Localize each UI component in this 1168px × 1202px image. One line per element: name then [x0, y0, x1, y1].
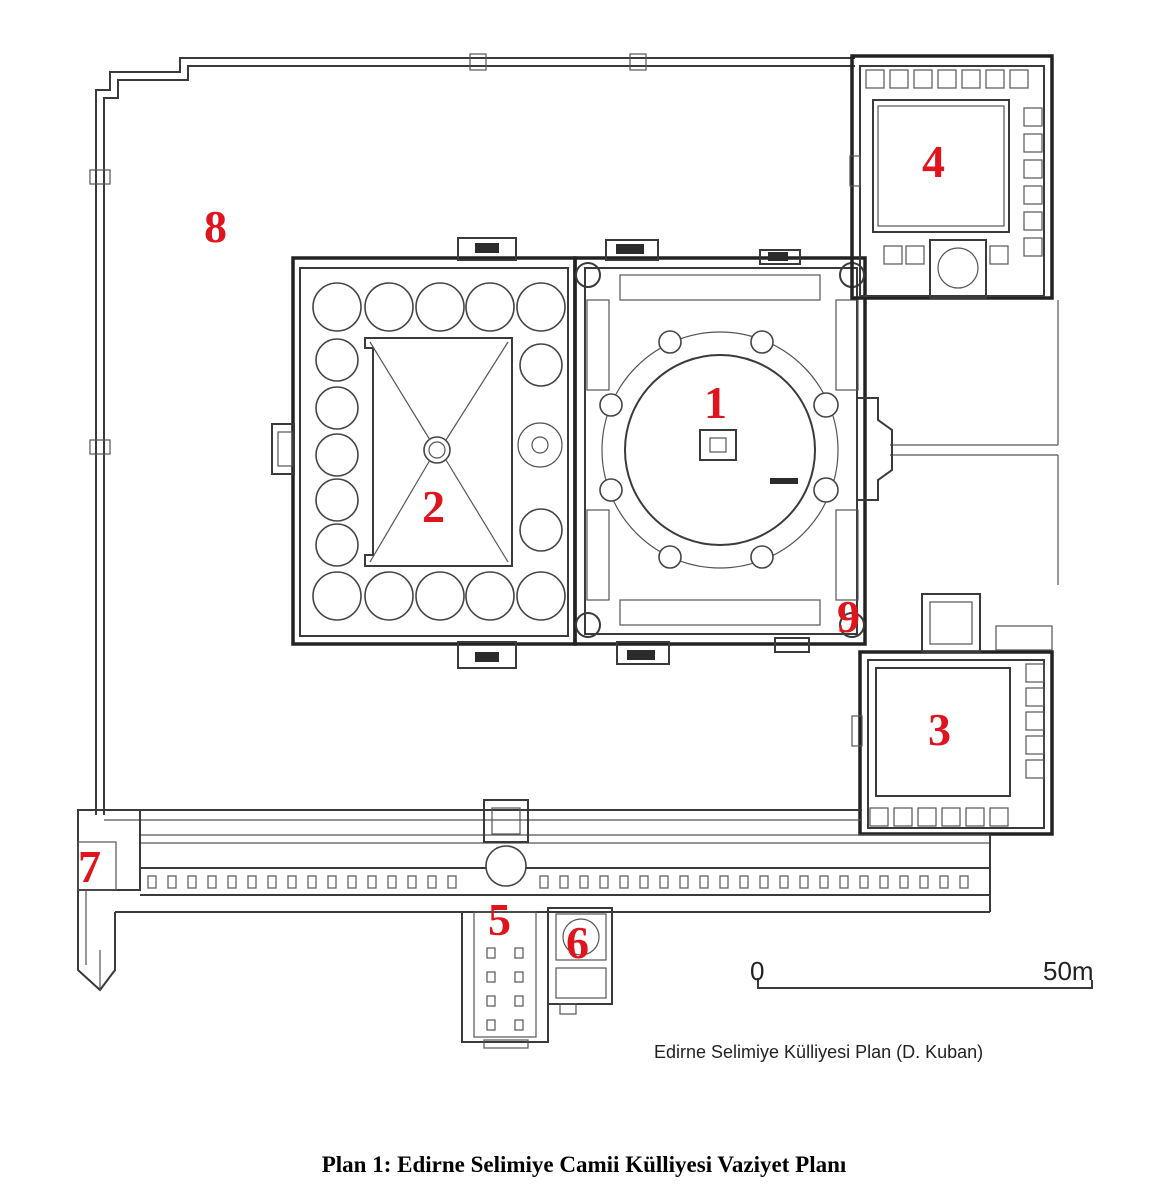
figure-caption: Plan 1: Edirne Selimiye Camii Külliyesi …	[321, 1152, 847, 1177]
label-6: 6	[566, 917, 589, 968]
madrasa-4-building	[849, 54, 1054, 300]
madrasa-3-building	[851, 593, 1054, 836]
label-4: 4	[922, 136, 945, 187]
label-9: 9	[837, 591, 860, 642]
scale-bar: 0 50m	[750, 956, 1094, 989]
building-6	[547, 907, 613, 1015]
mosque-building	[573, 239, 893, 665]
courtyard-domes	[312, 282, 566, 621]
scale-end-label: 50m	[1043, 956, 1094, 986]
label-1: 1	[704, 377, 727, 428]
arasta-bazaar	[77, 799, 991, 1049]
outer-enclosure-wall	[89, 53, 1059, 815]
label-8: 8	[204, 201, 227, 252]
madrasa-3-cells	[869, 663, 1045, 827]
mosque-side-bays	[586, 274, 859, 626]
label-5: 5	[488, 894, 511, 945]
label-2: 2	[422, 481, 445, 532]
madrasa-4-cells	[865, 69, 1043, 265]
label-3: 3	[928, 704, 951, 755]
plan-credit: Edirne Selimiye Külliyesi Plan (D. Kuban…	[654, 1042, 983, 1062]
courtyard-building	[271, 237, 577, 669]
scale-start-label: 0	[750, 956, 764, 986]
arasta-shop-row	[147, 875, 969, 889]
label-7: 7	[78, 841, 101, 892]
plan-labels: 1 2 3 4 5 6 7 8 9	[78, 136, 951, 968]
